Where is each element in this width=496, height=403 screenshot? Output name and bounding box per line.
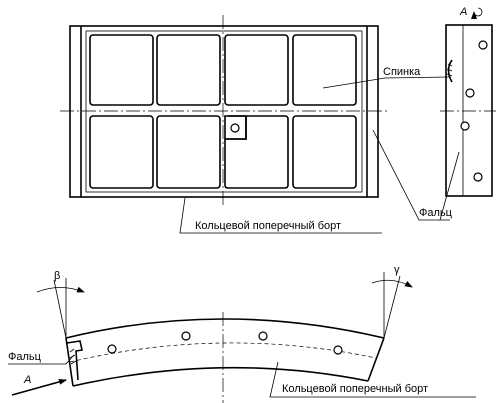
side-outline (445, 24, 493, 197)
label-falts-bottom: Фальц (8, 351, 42, 363)
cell-5 (89, 115, 154, 189)
panel-side-view: A (440, 6, 496, 197)
view-marker: A (459, 6, 467, 18)
beta-arc (36, 286, 85, 293)
hole-box (224, 115, 247, 140)
inner-frame (85, 30, 363, 193)
side-hole-3 (460, 121, 470, 131)
label-ring-rib-top: Кольцевой поперечный борт (195, 220, 341, 232)
side-hole-1 (478, 40, 488, 50)
angle-gamma-label: γ (394, 264, 400, 276)
cell-4 (292, 34, 357, 106)
panel-front-view (60, 15, 390, 205)
cell-3 (224, 34, 289, 106)
panel-curved-section (65, 312, 385, 403)
gamma-side-line (383, 275, 401, 339)
outer-arc (65, 318, 385, 339)
angle-beta-label: β (54, 270, 60, 282)
leader-ring-rib-top (179, 197, 382, 234)
falts-hatch-3 (70, 360, 77, 365)
arrow-a-label: A (23, 374, 31, 386)
hatch-1 (447, 63, 453, 67)
label-spinka: Спинка (383, 66, 421, 78)
arc-hole-3 (258, 331, 268, 341)
label-falts-top: Фальц (419, 207, 453, 219)
left-end (65, 337, 74, 387)
top-view-annotations: Спинка Фальц Кольцевой поперечный борт (179, 66, 460, 234)
leader-ring-rib-bottom (269, 361, 476, 398)
falts-profile (66, 340, 83, 381)
bottom-view-annotations: β γ Фальц A Кольцевой поперечный борт (8, 264, 476, 398)
hatch-2 (446, 68, 453, 72)
leader-falts-right (439, 151, 460, 221)
beta-side-line (53, 279, 67, 339)
leader-spinka (322, 76, 450, 89)
side-hole-2 (465, 88, 475, 98)
leader-falts-left (372, 129, 450, 221)
cell-2 (156, 34, 221, 106)
view-arrow-a (11, 378, 67, 396)
cell-8 (292, 115, 357, 189)
falts-hatch-1 (69, 348, 75, 353)
side-hole-4 (473, 172, 483, 182)
arc-hole-4 (333, 345, 343, 355)
cell-1 (89, 34, 154, 106)
cell-7 (224, 115, 289, 189)
spinka-profile (447, 59, 453, 83)
arc-hole-2 (181, 331, 191, 341)
panel-outline (69, 25, 379, 198)
hatch-3 (446, 73, 453, 77)
hole-box-circle (230, 123, 240, 133)
arc-hole-1 (107, 344, 117, 354)
rotation-icon (471, 7, 483, 20)
right-end (367, 337, 385, 382)
label-ring-rib-bottom: Кольцевой поперечный борт (282, 383, 428, 395)
gamma-arc (371, 279, 413, 288)
leader-falts-bottom (8, 354, 75, 365)
cell-6 (156, 115, 221, 189)
inner-arc (72, 366, 369, 387)
